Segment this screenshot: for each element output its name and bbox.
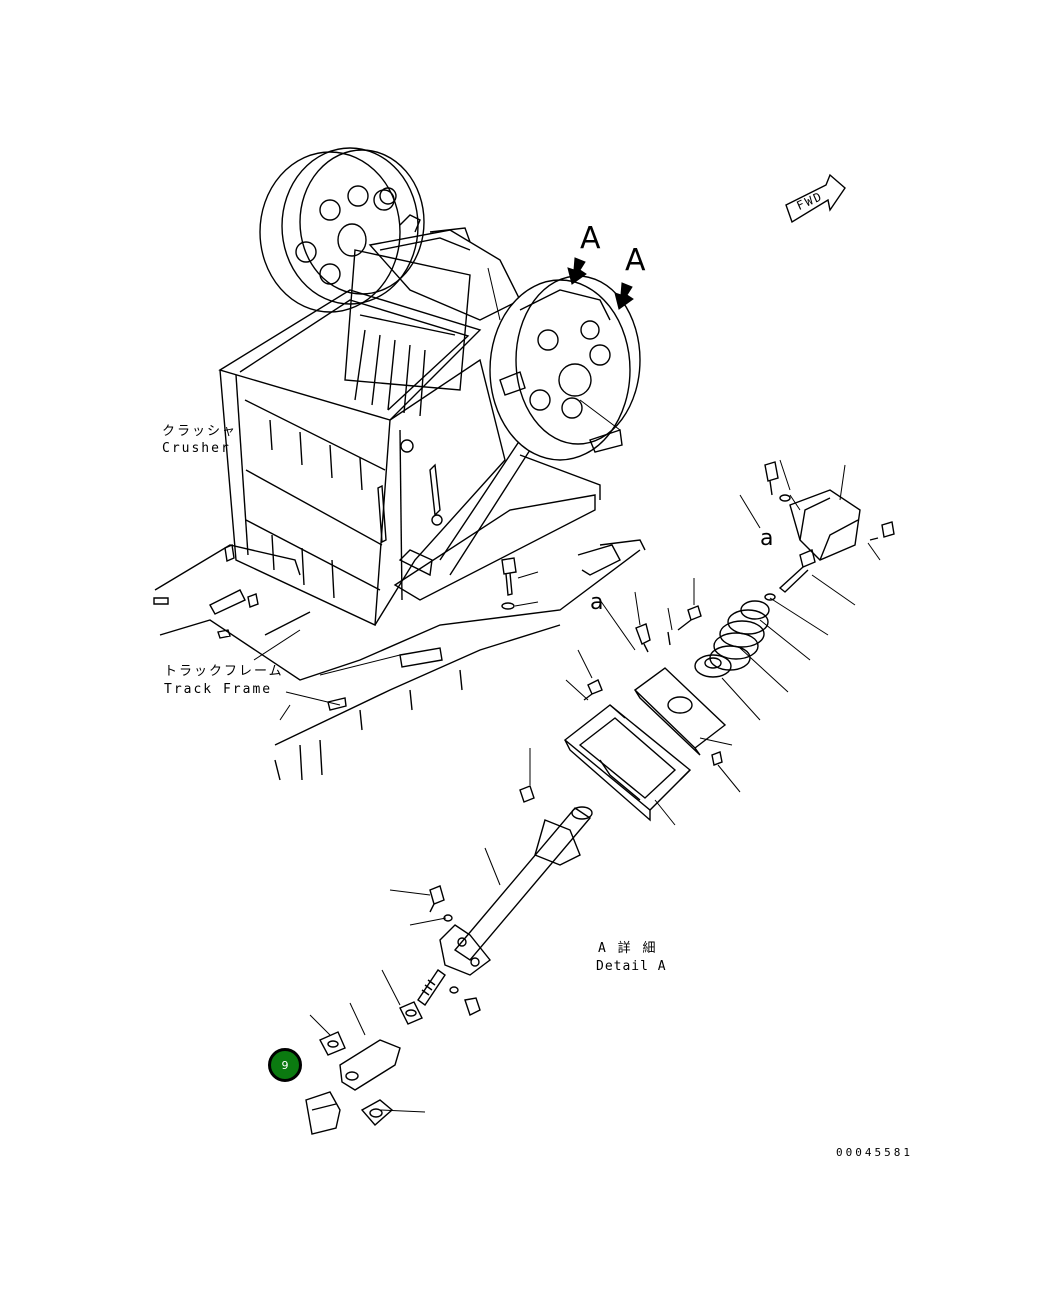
spring-seat xyxy=(694,654,732,678)
track-frame xyxy=(153,539,646,781)
ref-a-label-1: a xyxy=(760,526,774,551)
track-frame-label-en: Track Frame xyxy=(164,682,273,697)
tension-rod xyxy=(417,806,593,1006)
view-arrow-a2 xyxy=(614,282,634,310)
detail-a-label-jp: A 詳 細 xyxy=(598,941,658,956)
crusher-label-en: Crusher xyxy=(162,441,231,456)
nut-washers xyxy=(399,885,481,1025)
track-frame-label-jp: トラックフレーム xyxy=(164,664,284,679)
fwd-arrow-icon xyxy=(785,173,846,224)
flywheel-rear xyxy=(259,147,425,313)
crusher-label-jp: クラッシャ xyxy=(162,424,238,439)
detail-a-label-en: Detail A xyxy=(596,959,667,974)
long-bolt xyxy=(764,549,816,601)
bracket-plate xyxy=(633,667,727,766)
drawing-number: 00045581 xyxy=(836,1146,913,1159)
flywheel-front xyxy=(489,275,641,461)
view-a-label-1: A xyxy=(580,221,601,256)
callout-9[interactable]: 9 xyxy=(268,1048,302,1082)
view-arrow-a1 xyxy=(567,257,587,285)
crusher-body xyxy=(218,249,601,627)
top-cover-part xyxy=(764,461,895,561)
view-a-label-2: A xyxy=(625,243,646,278)
frame-bolt xyxy=(501,557,517,610)
leader-lines xyxy=(253,267,881,1113)
tension-housing xyxy=(563,704,692,822)
small-bolts xyxy=(519,605,702,803)
wedge-blocks xyxy=(305,1031,401,1135)
ref-a-label-2: a xyxy=(590,590,604,615)
